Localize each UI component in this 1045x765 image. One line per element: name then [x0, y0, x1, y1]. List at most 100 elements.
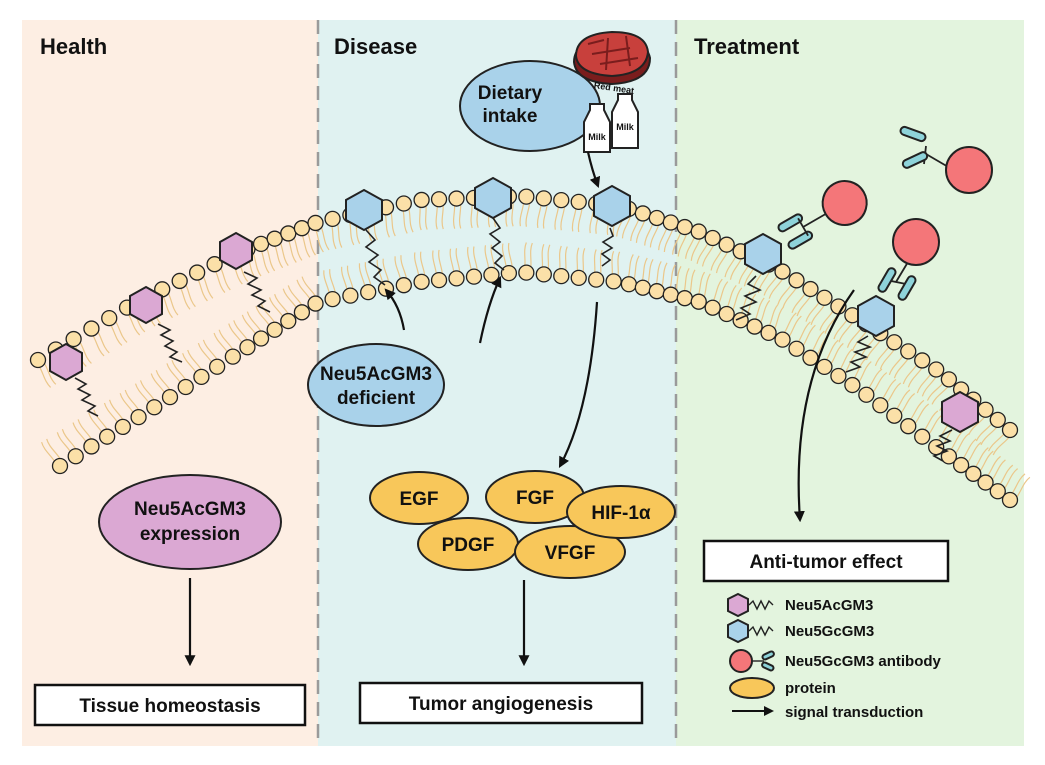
lipid-head [252, 235, 270, 253]
lipid-head [746, 318, 763, 335]
legend-label: Neu5GcGM3 [785, 623, 874, 640]
lipid-head [224, 348, 242, 365]
lipid-head [324, 290, 341, 308]
neu5gcgm3-molecule [345, 188, 386, 286]
treatment-heading: Treatment [694, 34, 800, 59]
lipid-head [634, 205, 652, 222]
lipid-head [704, 229, 721, 247]
neu5acgm3-molecule [219, 231, 271, 313]
lipid-head [535, 266, 552, 283]
tumor-angiogenesis-box: Tumor angiogenesis [358, 681, 644, 725]
lipid-head [266, 321, 283, 338]
disease-heading: Disease [334, 34, 417, 59]
lipid-head [535, 190, 552, 207]
neu5acgm3-molecule [129, 285, 183, 363]
legend-label: Neu5AcGM3 [785, 597, 873, 614]
svg-text:FGF: FGF [516, 488, 554, 509]
lipid-head [989, 411, 1006, 429]
lipid-head [208, 358, 226, 375]
signal-arrow [586, 151, 601, 189]
anti-tumor-effect-box: Anti-tumor effect [702, 539, 950, 583]
svg-text:Anti-tumor effect: Anti-tumor effect [749, 552, 903, 573]
neu5acgm3-molecule [49, 342, 99, 417]
lipid-head [188, 264, 206, 281]
health-heading: Health [40, 34, 107, 59]
protein-egf: EGF [369, 471, 469, 525]
neu5acgm3-molecule [932, 390, 979, 462]
dietary-intake-node: Dietary intake [459, 60, 601, 152]
svg-text:Tumor angiogenesis: Tumor angiogenesis [409, 694, 593, 715]
lipid-head [718, 236, 735, 253]
lipid-head [940, 448, 958, 465]
protein-vfgf: VFGF [514, 525, 626, 579]
lipid-head [206, 256, 223, 273]
lipid-head [816, 358, 833, 376]
signal-arrow [384, 288, 406, 331]
lipid-head [65, 330, 82, 348]
lipid-head [900, 418, 917, 435]
lipid-head [553, 191, 570, 209]
lipid-head [690, 293, 707, 310]
lipid-head [620, 276, 638, 293]
lipid-head [483, 266, 500, 284]
lipid-head [114, 418, 132, 436]
lipid-head [1001, 491, 1019, 509]
svg-text:Milk: Milk [616, 122, 634, 132]
lipid-head [377, 280, 395, 297]
lipid-head [940, 371, 958, 388]
lipid-head [161, 388, 179, 406]
lipid-head [500, 264, 518, 282]
legend-neu5acgm3-icon [727, 592, 774, 618]
lipid-head [690, 223, 707, 240]
neu5gcgm3-molecule [474, 176, 512, 271]
lipid-head [448, 270, 465, 287]
lipid-head [280, 225, 297, 242]
lipid-head [662, 286, 679, 303]
lipid-head [634, 279, 652, 296]
antibody [877, 218, 940, 301]
protein-fgf: FGF [485, 470, 585, 524]
svg-text:deficient: deficient [337, 388, 416, 409]
legend: Neu5AcGM3 Neu5GcGM3 Neu5GcGM3 antibody p… [727, 592, 942, 721]
lipid-head [605, 273, 622, 290]
svg-text:Dietary: Dietary [478, 83, 543, 104]
lipid-head [802, 349, 819, 366]
lipid-head [718, 305, 735, 323]
lipid-head [252, 330, 270, 347]
lipid-head [1001, 421, 1019, 439]
lipid-head [704, 299, 721, 316]
lipid-head [830, 367, 847, 385]
svg-text:Milk: Milk [588, 132, 606, 142]
lipid-head [307, 295, 324, 312]
lipid-head [928, 361, 945, 378]
lipid-head [280, 312, 297, 330]
lipid-head [360, 284, 377, 301]
lipid-head [774, 263, 791, 280]
legend-antibody-icon [729, 649, 775, 673]
neu5acgm3-deficient-node: Neu5AcGM3 deficient [307, 343, 445, 427]
antibody [899, 125, 993, 194]
neu5gcgm3-molecule [593, 184, 631, 267]
lipid-head [989, 483, 1006, 500]
lipid-head [324, 210, 341, 228]
lipid-head [662, 214, 679, 231]
lipid-head [965, 465, 982, 482]
lipid-head [788, 272, 805, 289]
antibody [777, 180, 868, 250]
svg-text:VFGF: VFGF [545, 543, 596, 564]
lipid-head [465, 268, 483, 285]
lipid-head [146, 399, 163, 416]
lipid-head [858, 386, 875, 403]
lipid-head [676, 218, 693, 236]
lipid-head [83, 320, 100, 337]
signal-arrow [793, 289, 855, 523]
lipid-head [886, 407, 903, 424]
lipid-head [676, 290, 693, 307]
lipid-head [67, 448, 84, 465]
protein-pdgf: PDGF [417, 517, 519, 571]
red-meat-icon: Red meat [572, 30, 652, 96]
lipid-head [648, 283, 665, 300]
lipid-head [448, 190, 465, 207]
lipid-head [98, 428, 116, 445]
